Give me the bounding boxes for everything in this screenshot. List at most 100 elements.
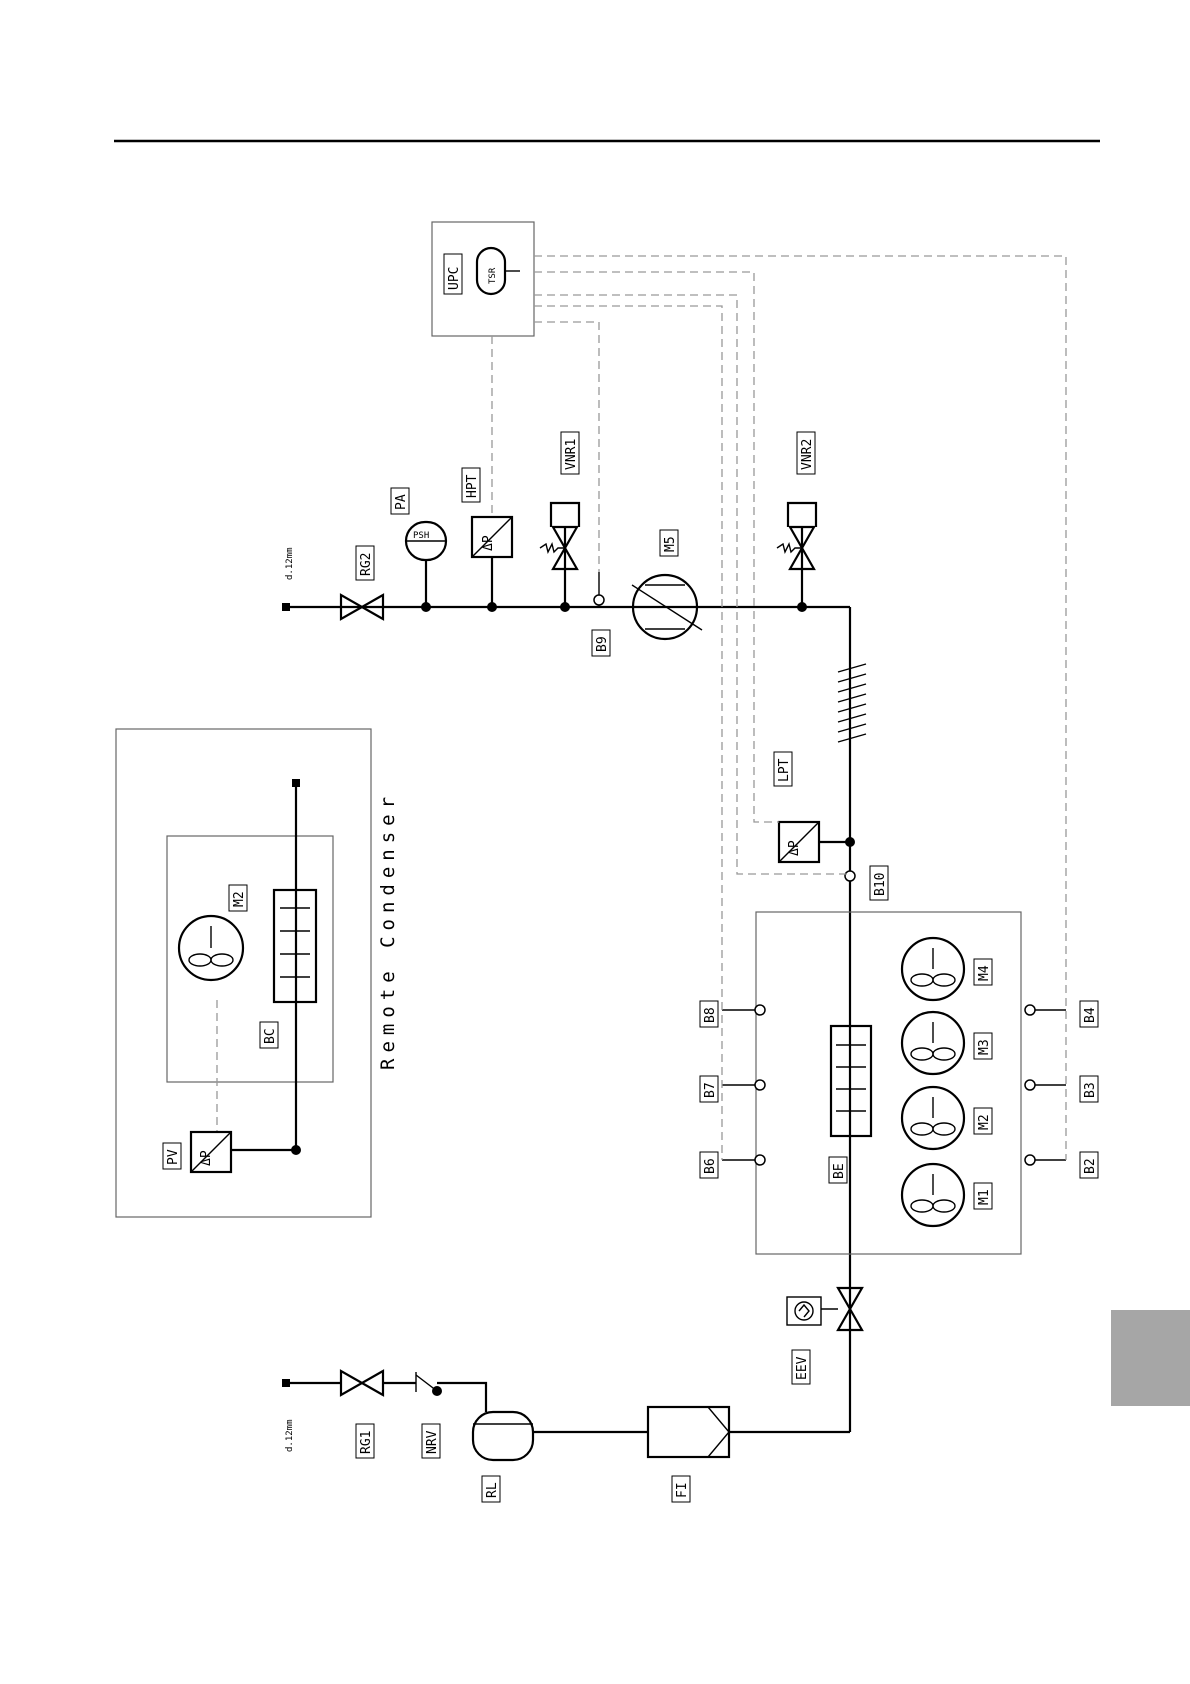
label-m1: M1: [974, 1183, 992, 1209]
label-fi: FI: [672, 1476, 690, 1502]
thermostat-tsr-icon: [477, 248, 520, 294]
condenser-inner-frame: [167, 836, 333, 1082]
svg-text:B8: B8: [703, 1007, 718, 1023]
svg-text:NRV: NRV: [425, 1430, 440, 1454]
section-tab: [1111, 1310, 1190, 1406]
svg-text:UPC: UPC: [447, 267, 462, 290]
label-bc: BC: [260, 1022, 278, 1048]
svg-text:BC: BC: [263, 1028, 278, 1044]
pressure-transducer-hpt-icon: ΔP: [472, 517, 512, 557]
svg-text:M3: M3: [977, 1039, 992, 1055]
label-m3: M3: [974, 1033, 992, 1059]
svg-text:BE: BE: [832, 1163, 847, 1179]
svg-text:B7: B7: [703, 1082, 718, 1098]
svg-text:M2: M2: [977, 1114, 992, 1130]
fan-m3-icon: [902, 1012, 964, 1074]
svg-text:ΔP: ΔP: [199, 1150, 214, 1166]
svg-text:M5: M5: [663, 536, 678, 552]
label-lpt: LPT: [774, 752, 792, 786]
pipe-size-bottom: d.12mm: [285, 1419, 295, 1452]
signal-wiring: [492, 256, 1066, 1160]
condenser-fan-icon: [179, 916, 243, 980]
pressure-transducer-lpt-icon: ΔP: [779, 822, 819, 862]
label-b6: B6: [700, 1152, 718, 1178]
fan-m4-icon: [902, 938, 964, 1000]
label-b3: B3: [1080, 1076, 1098, 1102]
check-valve-nrv-icon: [416, 1372, 437, 1392]
svg-text:B6: B6: [703, 1158, 718, 1174]
sensor-b10: [845, 871, 855, 881]
psh-text: PSH: [413, 531, 429, 541]
sensor-b2: [1025, 1155, 1035, 1165]
svg-text:VNR2: VNR2: [800, 439, 815, 470]
label-eev: EEV: [792, 1350, 810, 1384]
label-vnr1: VNR1: [561, 432, 579, 474]
svg-text:M1: M1: [977, 1189, 992, 1205]
svg-text:B2: B2: [1083, 1158, 1098, 1174]
svg-text:B10: B10: [873, 873, 888, 896]
pressure-switch-psh-icon: PSH: [406, 522, 446, 560]
sensor-b3: [1025, 1080, 1035, 1090]
svg-text:PA: PA: [394, 494, 409, 510]
label-hpt: HPT: [462, 468, 480, 502]
svg-text:M4: M4: [977, 965, 992, 981]
filter-fi-icon: [648, 1407, 729, 1457]
svg-text:RG1: RG1: [359, 1431, 374, 1454]
label-rg1: RG1: [356, 1424, 374, 1458]
svg-text:B3: B3: [1083, 1082, 1098, 1098]
sensor-b4: [1025, 1005, 1035, 1015]
label-rg2: RG2: [356, 546, 374, 580]
remote-condenser-group: ΔP Remote Condenser: [116, 729, 399, 1217]
svg-text:B4: B4: [1083, 1007, 1098, 1023]
label-upc: UPC: [444, 254, 462, 294]
svg-text:M2: M2: [232, 891, 247, 907]
svg-text:VNR1: VNR1: [564, 439, 579, 470]
label-pa: PA: [391, 488, 409, 514]
label-b10: B10: [870, 866, 888, 900]
label-nrv: NRV: [422, 1424, 440, 1458]
condenser-end-marker-top: [292, 779, 300, 787]
sensor-b8: [755, 1005, 765, 1015]
remote-condenser-title: Remote Condenser: [377, 791, 399, 1070]
label-b9: B9: [592, 630, 610, 656]
label-b2: B2: [1080, 1152, 1098, 1178]
svg-text:FI: FI: [675, 1482, 690, 1498]
label-pv: PV: [163, 1143, 181, 1169]
label-m2: M2: [974, 1108, 992, 1134]
svg-text:EEV: EEV: [795, 1356, 810, 1380]
sensor-b9: [594, 595, 604, 605]
fan-m2-icon: [902, 1087, 964, 1149]
valve-vnr1-icon: [540, 503, 579, 569]
svg-text:RG2: RG2: [359, 553, 374, 576]
pressure-transducer-pv-icon: ΔP: [191, 1132, 231, 1172]
valve-rg1-icon: [341, 1371, 383, 1395]
label-rl: RL: [482, 1476, 500, 1502]
label-m5: M5: [660, 530, 678, 556]
svg-text:B9: B9: [595, 636, 610, 652]
svg-text:LPT: LPT: [777, 758, 792, 782]
svg-text:ΔP: ΔP: [787, 840, 802, 856]
svg-text:ΔP: ΔP: [481, 535, 496, 551]
label-b7: B7: [700, 1076, 718, 1102]
vibration-damper-icon: [838, 664, 866, 742]
svg-text:RL: RL: [485, 1482, 500, 1498]
label-condenser-m2: M2: [229, 885, 247, 911]
pipe-size-top: d.12mm: [285, 547, 295, 580]
valve-vnr2-icon: [777, 503, 816, 569]
svg-text:TSR: TSR: [488, 267, 498, 284]
discharge-end-marker: [282, 603, 290, 611]
label-m4: M4: [974, 959, 992, 985]
svg-text:PV: PV: [166, 1149, 181, 1165]
label-tsr: TSR: [488, 267, 498, 284]
fan-m1-icon: [902, 1164, 964, 1226]
svg-text:HPT: HPT: [465, 474, 480, 498]
label-be: BE: [829, 1157, 847, 1183]
sensor-b6: [755, 1155, 765, 1165]
label-b4: B4: [1080, 1001, 1098, 1027]
liquid-receiver-rl-icon: [473, 1412, 533, 1460]
labels-layer: UPC TSR PA HPT RG2 VNR1 VNR2 M5 B9 LPT B: [163, 254, 1098, 1502]
label-vnr2: VNR2: [797, 432, 815, 474]
liquid-end-marker: [282, 1379, 290, 1387]
label-b8: B8: [700, 1001, 718, 1027]
